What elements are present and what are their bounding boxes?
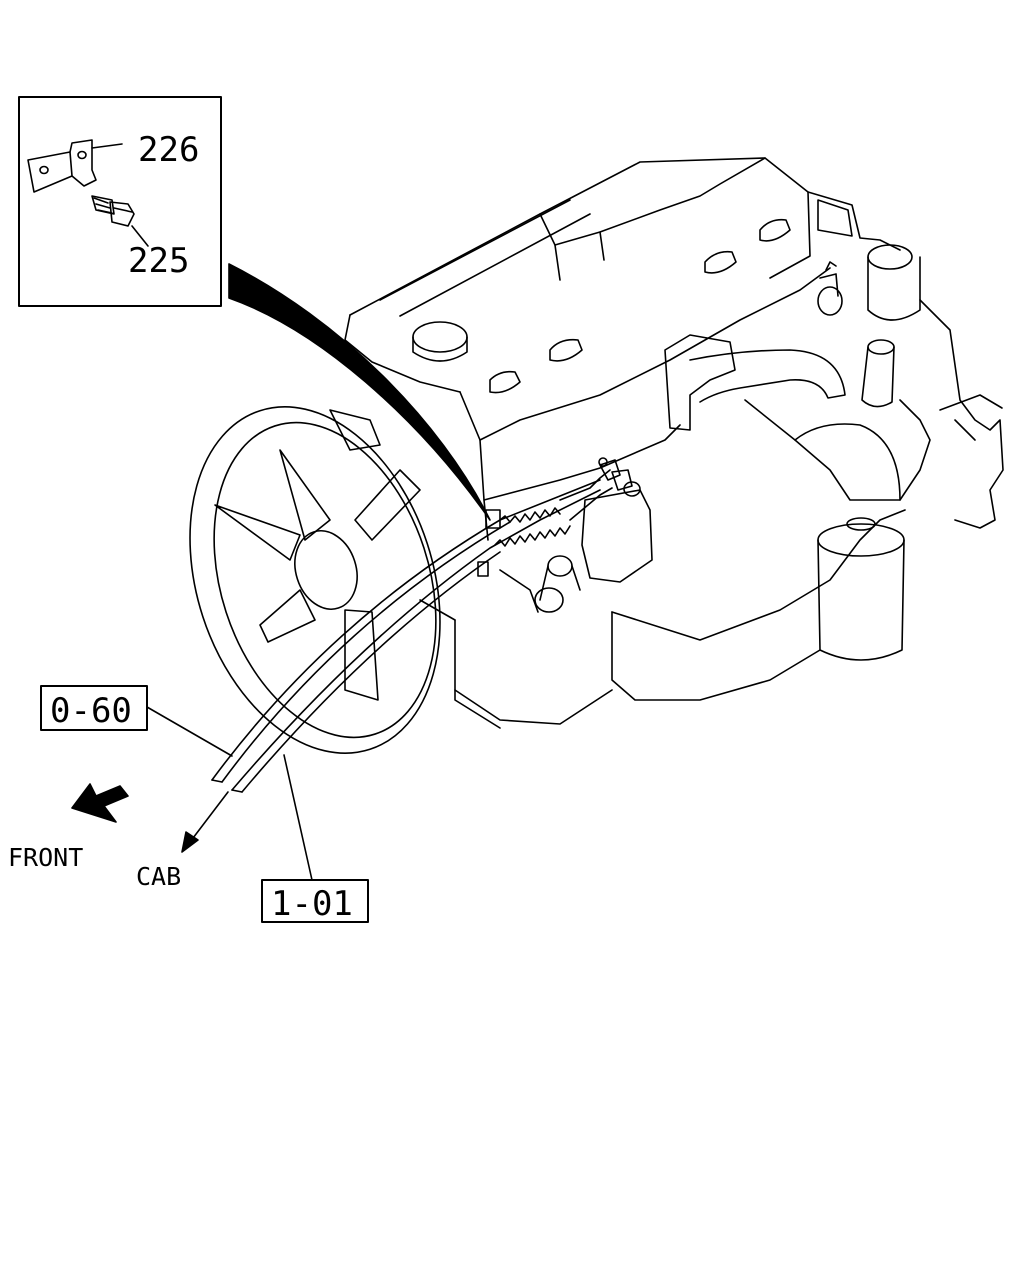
callout-leader [283, 754, 313, 881]
callout-0-60: 0-60 [50, 691, 132, 731]
part-number-225: 225 [128, 241, 189, 281]
callout-1-01: 1-01 [271, 884, 353, 924]
leader-wedge [228, 263, 491, 521]
callouts: 0-60 1-01 [40, 685, 369, 924]
oil-cap [412, 321, 468, 353]
cable-clamp [477, 561, 489, 577]
cab-arrow-icon [181, 831, 199, 853]
part-number-226: 226 [138, 130, 199, 170]
bolt-part-icon [91, 195, 149, 247]
control-cables [211, 457, 621, 793]
callout-leader [146, 706, 233, 757]
cab-arrow-line [189, 791, 229, 843]
callout-box-0-60 [40, 685, 148, 731]
cooling-fan [189, 406, 441, 754]
engine-block [344, 157, 1004, 729]
cab-label: CAB [136, 862, 181, 891]
callout-box-1-01 [261, 879, 369, 923]
bracket-part-icon [27, 139, 123, 193]
inset-frame [18, 96, 222, 307]
front-label: FRONT [8, 843, 83, 872]
direction-indicators: FRONT CAB [8, 783, 229, 891]
front-arrow-icon [71, 783, 129, 823]
inset-detail: 226 225 [18, 96, 222, 307]
cable-clamp [485, 509, 501, 529]
